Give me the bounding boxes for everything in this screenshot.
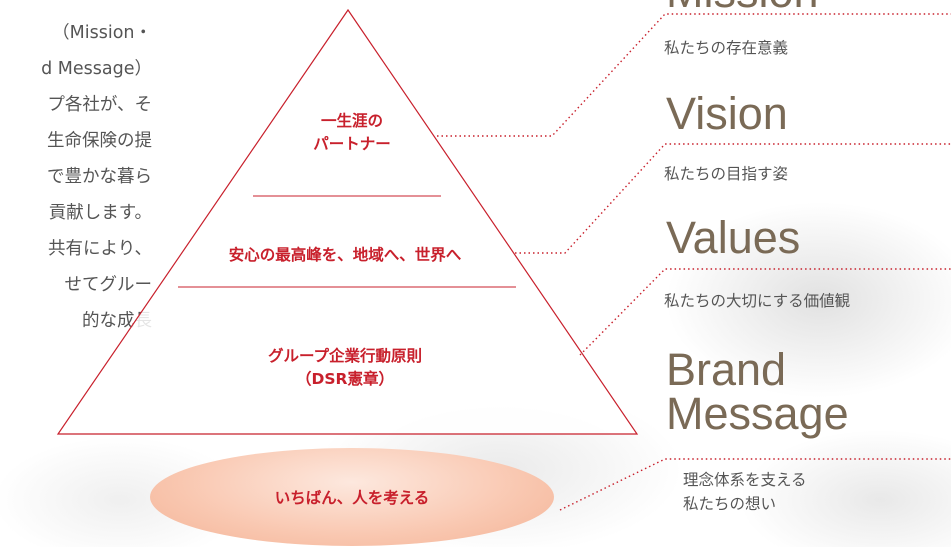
intro-line: で豊かな暮ら <box>47 167 152 187</box>
pyramid-triangle <box>56 8 639 435</box>
pyramid-bottom-line2: （DSR憲章） <box>296 370 394 388</box>
vision-title: Vision <box>666 88 788 139</box>
vision-desc: 私たちの目指す姿 <box>664 165 789 183</box>
mission-desc: 私たちの存在意義 <box>664 39 789 57</box>
brand-title-line2: Message <box>666 388 849 439</box>
pyramid-bottom-label: グループ企業行動原則 （DSR憲章） <box>200 345 490 391</box>
intro-line: 生命保険の提 <box>47 131 152 151</box>
values-desc: 私たちの大切にする価値観 <box>664 292 851 310</box>
pyramid-top-line2: パートナー <box>313 135 391 153</box>
mission-title: Mission <box>666 0 819 14</box>
intro-line: 共有により、 <box>48 239 152 259</box>
brand-title-line1: Brand <box>666 344 787 395</box>
brand-desc-line2: 私たちの想い <box>683 495 777 513</box>
connector-lines <box>437 13 951 511</box>
intro-line: 貢献します。 <box>48 203 152 223</box>
pyramid-middle-label: 安心の最高峰を、地域へ、世界へ <box>228 246 462 264</box>
values-title: Values <box>666 212 801 263</box>
connector-values <box>579 268 951 356</box>
pyramid-bottom-line1: グループ企業行動原則 <box>267 347 423 365</box>
connector-mission <box>437 13 951 137</box>
base-oval: いちばん、人を考える <box>150 448 554 546</box>
intro-line: プ各社が、そ <box>47 95 152 115</box>
intro-line: せてグルー <box>64 275 153 295</box>
connector-brand <box>559 458 951 511</box>
brand-desc-line1: 理念体系を支える <box>683 471 807 489</box>
base-oval-label: いちばん、人を考える <box>274 489 430 507</box>
intro-line: d Message） <box>41 59 152 79</box>
pyramid-top-line1: 一生涯の <box>320 112 383 130</box>
intro-line: （Mission・ <box>52 23 152 43</box>
pyramid-top-label: 一生涯の パートナー <box>272 110 432 156</box>
